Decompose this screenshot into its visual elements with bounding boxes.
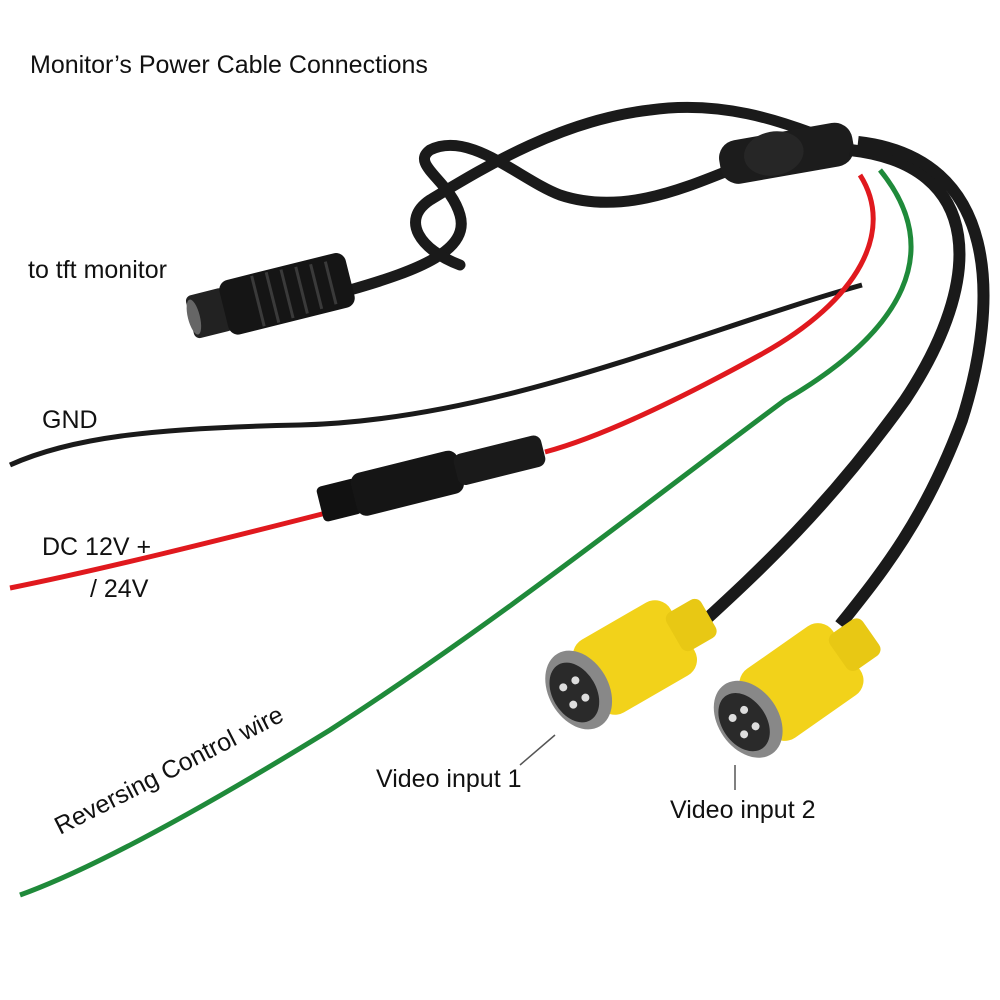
video-cable-2: [835, 136, 990, 629]
gnd-wire: [8, 282, 863, 468]
video1-leader: [519, 734, 556, 766]
diagram-title: Monitor’s Power Cable Connections: [30, 51, 428, 79]
red-wire: [544, 173, 876, 455]
label-gnd: GND: [42, 406, 98, 434]
red-wire-lead: [9, 509, 331, 591]
label-tft-monitor: to tft monitor: [28, 256, 167, 284]
label-dc-line2: / 24V: [90, 575, 149, 603]
tft-connector: [185, 253, 355, 339]
fuse-holder: [316, 435, 546, 522]
splitter-body: [719, 122, 854, 184]
video-connector-1: [545, 598, 717, 730]
green-wire: [19, 168, 914, 898]
video-cable-1: [695, 144, 966, 630]
label-dc-line1: DC 12V +: [42, 533, 151, 561]
label-video-input-1: Video input 1: [376, 765, 522, 793]
main-cable-loop: [410, 101, 836, 271]
video-connector-2: [713, 618, 881, 758]
label-video-input-2: Video input 2: [670, 796, 816, 824]
main-cable: [344, 139, 736, 296]
label-reversing: Reversing Control wire: [50, 701, 288, 841]
